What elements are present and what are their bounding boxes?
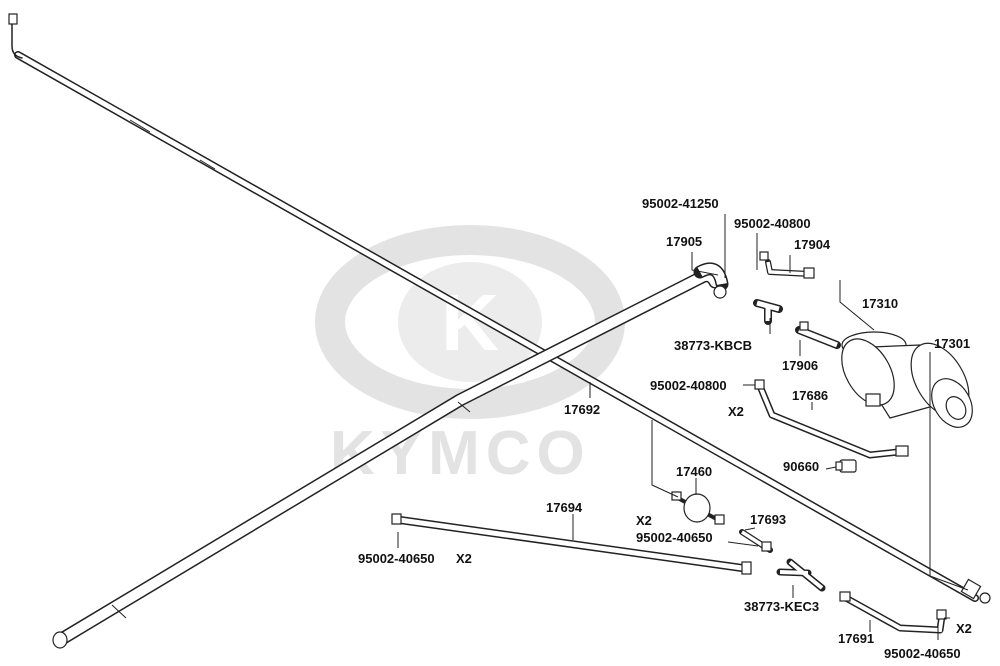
label-17904: 17904 (794, 237, 831, 252)
label-95002-40650-mid: 95002-40650 (636, 530, 713, 545)
hose-17904 (759, 251, 815, 279)
valve-17460 (671, 491, 725, 525)
t-joint-38773-kec3 (776, 558, 826, 592)
label-17905: 17905 (666, 234, 702, 249)
label-x2-right: X2 (956, 621, 972, 636)
label-17460: 17460 (676, 464, 712, 479)
label-17906: 17906 (782, 358, 818, 373)
label-95002-40650-left: 95002-40650 (358, 551, 435, 566)
top-left-hose-end-fitting (8, 13, 18, 25)
label-17693: 17693 (750, 512, 786, 527)
part-labels: 95002-41250 17905 95002-40800 17904 1731… (358, 196, 972, 661)
label-38773-kec3: 38773-KEC3 (744, 599, 819, 614)
hose-17906 (795, 321, 841, 349)
hose-17694 (391, 513, 752, 575)
label-95002-40800-mid: 95002-40800 (650, 378, 727, 393)
hose-17691-left-end (839, 591, 851, 602)
label-x2-17460: X2 (636, 513, 652, 528)
hose-17692 (8, 13, 991, 604)
hose-17904-end (803, 267, 815, 279)
clamp-17906 (799, 321, 809, 331)
label-17692: 17692 (564, 402, 600, 417)
label-90660: 90660 (783, 459, 819, 474)
label-17686: 17686 (792, 388, 828, 403)
label-17694: 17694 (546, 500, 583, 515)
hose-left-open-end (52, 631, 68, 649)
label-17301: 17301 (934, 336, 970, 351)
leader-lines (397, 214, 969, 640)
hose-17686-end-clamp (895, 445, 909, 457)
hose-17686 (754, 379, 909, 459)
t-joint-38773-kbcb (753, 299, 783, 325)
hose-17691 (839, 591, 947, 634)
clamp-95002-40650-bottom (936, 609, 947, 620)
label-38773-kbcb: 38773-KBCB (674, 338, 752, 353)
label-17310: 17310 (862, 296, 898, 311)
hose-17905-assembly (52, 262, 729, 649)
clamp-95002-40800-top (759, 251, 769, 261)
clamp-95002-40650-left (391, 513, 402, 525)
label-17691: 17691 (838, 631, 874, 646)
canister-mount-tab (865, 393, 881, 407)
hose-17693 (739, 529, 773, 553)
hose-clamp-95002-41250 (713, 285, 727, 299)
hose-17694-right-end (741, 561, 752, 575)
hose-right-end-fitting (960, 578, 982, 600)
kymco-watermark-logo: K (315, 225, 625, 419)
label-95002-40800-top: 95002-40800 (734, 216, 811, 231)
hose-right-end-cap (979, 592, 991, 604)
label-x2-mid: X2 (728, 404, 744, 419)
clamp-95002-40650-mid (761, 541, 772, 552)
canister-17301 (841, 331, 973, 428)
label-95002-40650-bottom: 95002-40650 (884, 646, 961, 661)
part-90660 (835, 459, 857, 473)
label-95002-41250: 95002-41250 (642, 196, 719, 211)
clamp-95002-40800-mid (754, 379, 765, 390)
label-x2-left: X2 (456, 551, 472, 566)
